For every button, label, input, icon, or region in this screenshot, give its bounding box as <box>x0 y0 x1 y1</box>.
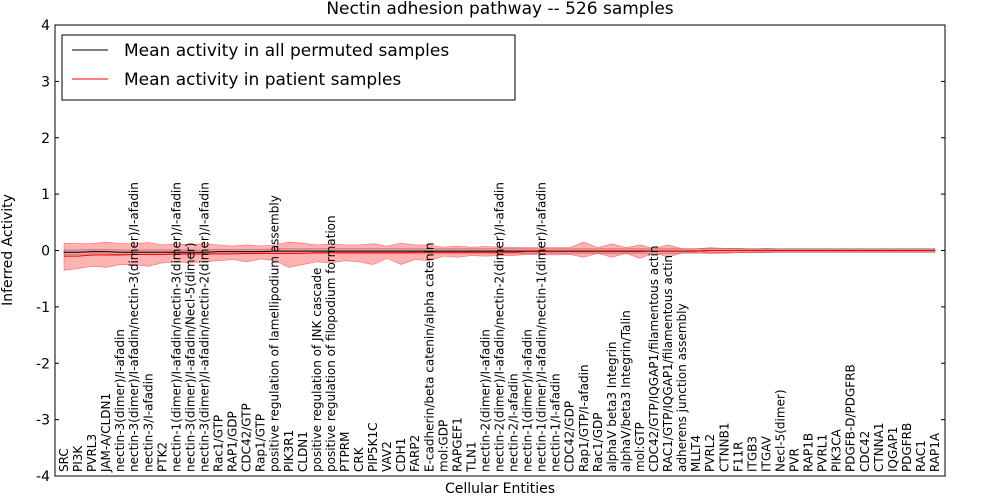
entity-label: positive regulation of filopodium format… <box>324 215 338 472</box>
entity-label: IQGAP1 <box>886 427 900 472</box>
entity-label: PIP5K1C <box>366 422 380 472</box>
chart-title: Nectin adhesion pathway -- 526 samples <box>326 0 673 19</box>
entity-label: RAP1A <box>928 432 942 472</box>
entity-label: nectin-1/I-afadin <box>549 373 563 472</box>
y-tick-label: 2 <box>41 131 50 147</box>
entity-label: CDC42 <box>858 431 872 472</box>
entity-label: CRK <box>352 446 366 472</box>
entity-label: positive regulation of lamellipodium ass… <box>268 195 282 472</box>
entity-label: Rap1/GTP <box>254 414 268 472</box>
entity-label: PVRL3 <box>85 434 99 472</box>
entity-label: VAV2 <box>380 441 394 472</box>
entity-label: RAP1/GDP <box>226 411 240 472</box>
entity-label: ITGAV <box>759 435 773 472</box>
entity-label: F11R <box>731 441 745 472</box>
entity-label: CDH1 <box>394 438 408 472</box>
entity-label: nectin-1(dimer)/I-afadin/nectin-3(dimer)… <box>169 182 183 472</box>
entity-label: alphaV beta3 Integrin <box>605 341 619 472</box>
entity-label: TLN1 <box>464 441 478 473</box>
entity-label: nectin-3(dimer)/I-afadin <box>113 329 127 472</box>
entity-label: JAM-A/CLDN1 <box>99 393 113 473</box>
entity-label: RAPGEF1 <box>450 417 464 472</box>
series-lines <box>64 250 935 257</box>
entity-label: ITGB3 <box>745 436 759 472</box>
entity-label: PIK3R1 <box>282 430 296 472</box>
legend-label-patient: Mean activity in patient samples <box>124 70 401 90</box>
y-tick-label: 0 <box>41 244 50 260</box>
y-ticks: -4 -3 -2 -1 0 1 2 3 4 <box>36 18 945 485</box>
entity-label: CDC42/GTP/IQGAP1/filamentous actin <box>647 246 661 472</box>
entity-label: nectin-3(dimer)/I-afadin/Necl-5(dimer) <box>183 242 197 472</box>
entity-label: PDGFRB <box>900 423 914 472</box>
y-tick-label: 1 <box>41 187 50 203</box>
entity-label: PVRL2 <box>703 434 717 472</box>
entity-label: PTPRM <box>338 432 352 473</box>
entity-label: mol:GDP <box>436 420 450 472</box>
entity-label: E-cadherin/beta catenin/alpha catenin <box>422 242 436 472</box>
entity-label: nectin-1(dimer)/I-afadin/nectin-1(dimer)… <box>535 182 549 472</box>
legend: Mean activity in all permuted samples Me… <box>61 34 516 101</box>
entity-label: mol:GTP <box>633 422 647 472</box>
entity-label: Necl-5(dimer) <box>773 389 787 472</box>
entity-label: CLDN1 <box>296 431 310 472</box>
entity-label: nectin-3(dimer)/I-afadin/nectin-2(dimer)… <box>197 182 211 472</box>
entity-label: PVR <box>788 448 802 472</box>
patient-mean-line <box>64 250 935 257</box>
entity-label: PI3K <box>71 445 85 472</box>
y-tick-label: 3 <box>41 74 50 90</box>
entity-label: PVRL1 <box>816 434 830 472</box>
y-tick-label: -2 <box>36 356 50 372</box>
entity-label: nectin-2/I-afadin <box>507 373 521 472</box>
entity-label: Rap1/GTP/I-afadin <box>577 364 591 472</box>
entity-label: PTK2 <box>155 442 169 472</box>
patient-band <box>63 241 936 271</box>
entity-label: CTNNA1 <box>872 422 886 472</box>
entity-label: FARP2 <box>408 435 422 472</box>
entity-label: nectin-3/I-afadin <box>141 373 155 472</box>
x-axis-label: Cellular Entities <box>445 481 555 497</box>
entity-label: RAC1 <box>914 440 928 472</box>
plot-frame <box>54 24 946 477</box>
legend-label-permuted: Mean activity in all permuted samples <box>124 41 449 61</box>
entity-label: CDC42/GTP <box>240 403 254 472</box>
entity-label: nectin-2(dimer)/I-afadin/nectin-2(dimer)… <box>493 182 507 472</box>
y-tick-label: -4 <box>36 469 50 485</box>
entity-label: nectin-1(dimer)/I-afadin <box>521 329 535 472</box>
y-tick-label: 4 <box>41 18 50 34</box>
y-tick-label: -3 <box>36 413 50 429</box>
y-tick-label: -1 <box>36 300 50 316</box>
entity-label: PDGFB-D/PDGFRB <box>844 364 858 472</box>
entity-label: Rac1/GTP <box>212 415 226 472</box>
entity-label: SRC <box>57 448 71 472</box>
entity-label: RAC1/GTP/IQGAP1/filamentous actin <box>661 255 675 472</box>
y-axis-label: Inferred Activity <box>0 194 16 306</box>
entity-label: alphaV/beta3 Integrin/Talin <box>619 310 633 472</box>
entity-label: CDC42/GDP <box>563 401 577 472</box>
entity-label: RAP1B <box>802 433 816 472</box>
legend-box <box>61 34 516 101</box>
entity-label: nectin-2(dimer)/I-afadin <box>478 329 492 472</box>
entity-label: PIK3CA <box>830 428 844 472</box>
entity-label: MLLT4 <box>689 435 703 472</box>
entity-label: CTNNB1 <box>717 422 731 472</box>
entity-label: adherens junction assembly <box>675 303 689 472</box>
entity-label: nectin-3(dimer)/I-afadin/nectin-3(dimer)… <box>127 182 141 472</box>
entity-label: positive regulation of JNK cascade <box>310 268 324 472</box>
entity-label: Rac1/GDP <box>591 413 605 472</box>
